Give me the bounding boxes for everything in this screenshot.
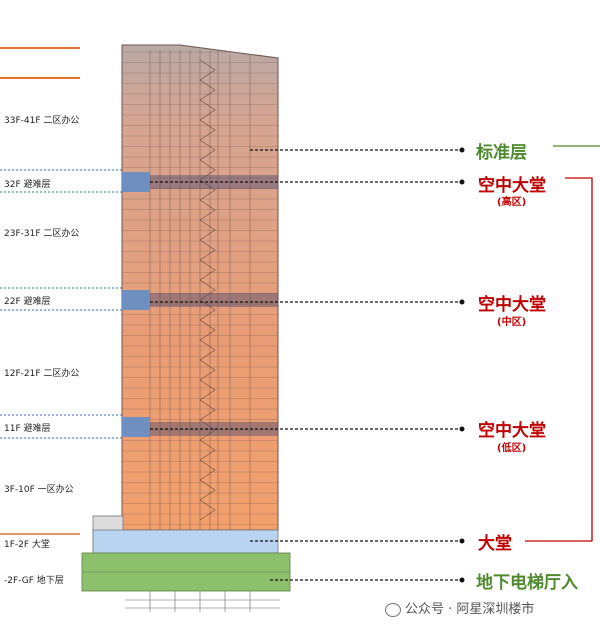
label-3f-10f: 3F-10F 一区办公 — [4, 485, 74, 495]
watermark-text: 公众号 · 阿星深圳楼市 — [405, 602, 535, 617]
label-sky-lobby-low-sub: (低区) — [497, 443, 527, 454]
refuge-block-32 — [122, 172, 150, 192]
watermark: 公众号 · 阿星深圳楼市 — [385, 598, 534, 617]
foundation — [125, 591, 280, 612]
label-32f-refuge: 32F 避难层 — [4, 180, 51, 190]
label-sky-lobby-low: 空中大堂 — [478, 421, 546, 441]
leader-dots — [459, 147, 465, 583]
right-dashed-leaders — [150, 149, 460, 581]
label-basement: -2F-GF 地下层 — [4, 576, 64, 586]
label-sky-lobby-mid: 空中大堂 — [478, 295, 546, 315]
label-23f-31f: 23F-31F 二区办公 — [4, 229, 80, 239]
label-standard-floor: 标准层 — [476, 143, 527, 163]
stair-pattern — [199, 59, 216, 521]
label-sky-lobby-high: 空中大堂 — [478, 176, 546, 196]
label-sky-lobby-high-sub: (高区) — [497, 197, 527, 208]
left-dotted-leaders — [0, 169, 122, 439]
label-12f-21f: 12F-21F 二区办公 — [4, 369, 80, 379]
refuge-block-22 — [122, 290, 150, 310]
label-22f-refuge: 22F 避难层 — [4, 297, 51, 307]
elevator-core-lines — [149, 50, 251, 560]
refuge-band-22 — [122, 293, 278, 307]
sky-lobby-bracket — [525, 177, 593, 542]
label-lobby: 大堂 — [478, 534, 512, 554]
label-33f-41f: 33F-41F 二区办公 — [4, 116, 80, 126]
refuge-block-11 — [122, 417, 150, 437]
label-sky-lobby-mid-sub: (中区) — [497, 317, 527, 328]
wechat-icon — [385, 602, 401, 617]
label-1f-2f-lobby: 1F-2F 大堂 — [4, 540, 50, 550]
label-11f-refuge: 11F 避难层 — [4, 424, 51, 434]
label-basement-elevator-hall: 地下电梯厅入 — [476, 573, 578, 593]
